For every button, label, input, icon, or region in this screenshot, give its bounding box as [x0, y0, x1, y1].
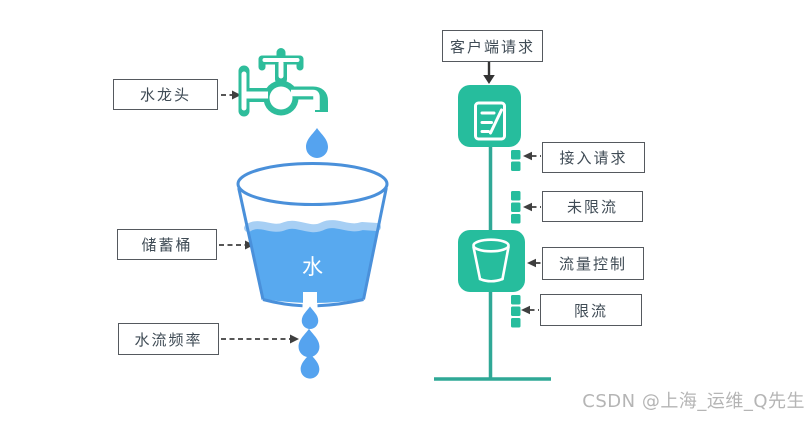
incoming-request-label: 接入请求: [542, 142, 645, 173]
limited-label-arrow: [521, 305, 539, 315]
faucet-label: 水龙头: [113, 79, 218, 110]
incoming-request-label-arrow: [523, 151, 541, 161]
not-limited-label-text: 未限流: [566, 198, 618, 216]
csdn-watermark: CSDN @上海_运维_Q先生: [582, 387, 805, 413]
request-token-squares-incoming: [511, 150, 521, 171]
request-receiver-node: [458, 85, 521, 147]
limited-label-text: 限流: [573, 301, 608, 320]
flow-control-label-text: 流量控制: [558, 255, 627, 273]
client-request-arrow: [483, 62, 495, 84]
csdn-watermark-text: CSDN @上海_运维_Q先生: [582, 391, 805, 412]
document-icon: [474, 101, 506, 141]
request-token-squares-not-limited: [511, 191, 521, 224]
faucet-icon: [238, 48, 328, 117]
not-limited-label: 未限流: [542, 191, 643, 222]
leak-water-drop-icon: [301, 306, 319, 329]
water-fill: [247, 225, 378, 303]
leak-water-drop-icon: [298, 328, 320, 358]
bucket-label-arrow: [219, 240, 254, 250]
faucet-water-drop-icon: [306, 128, 328, 158]
client-request-label-text: 客户端请求: [449, 37, 535, 56]
water-wave: [244, 220, 381, 233]
flow-control-label: 流量控制: [542, 247, 644, 280]
leak-water-drop-icon: [300, 353, 320, 379]
storage-bucket-label-text: 储蓄桶: [141, 236, 193, 254]
flow-rate-label-text: 水流频率: [134, 330, 203, 349]
request-token-squares-limited: [511, 295, 521, 328]
faucet-label-arrow: [221, 90, 241, 100]
bucket-icon: [472, 238, 510, 283]
storage-bucket-label: 储蓄桶: [117, 229, 217, 260]
bucket-graphic: [236, 162, 389, 308]
limited-label: 限流: [540, 294, 642, 326]
water-text-glyph: 水: [302, 255, 323, 279]
incoming-request-label-text: 接入请求: [559, 149, 628, 167]
flow-control-label-arrow: [527, 258, 541, 268]
client-request-label: 客户端请求: [442, 30, 543, 62]
water-text: 水: [292, 251, 333, 281]
flow-rate-label: 水流频率: [118, 323, 219, 355]
flow-rate-label-arrow: [221, 334, 299, 344]
not-limited-label-arrow: [523, 202, 541, 212]
faucet-label-text: 水龙头: [139, 86, 191, 104]
flow-control-node: [458, 230, 525, 292]
